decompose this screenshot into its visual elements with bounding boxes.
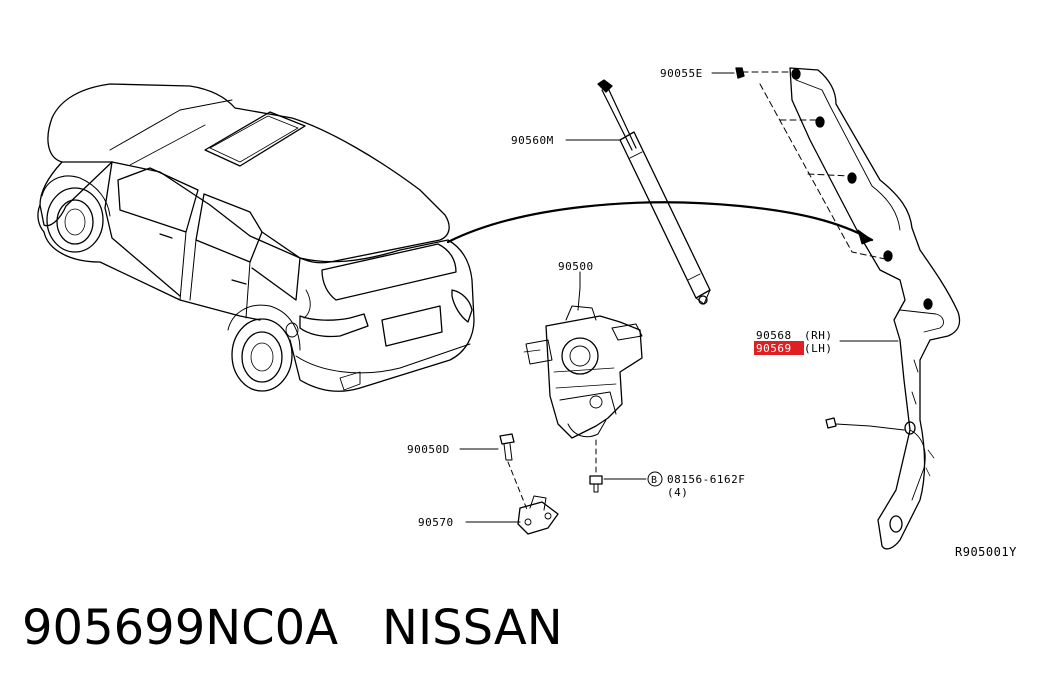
highlight-90569 — [754, 341, 804, 355]
callout-90569-number: 90569 — [756, 342, 792, 355]
part-number-caption: 905699NC0A NISSAN — [22, 596, 563, 666]
gas-stay-strut — [597, 79, 711, 305]
part-number-text: 905699NC0A — [22, 600, 339, 656]
back-door-lock-assembly — [523, 287, 643, 493]
callout-90560m: 90560M — [511, 134, 554, 147]
clip-90055e-icon — [735, 67, 745, 79]
callout-90568-number: 90568 — [756, 329, 792, 342]
brand-text: NISSAN — [382, 600, 563, 656]
callout-90570: 90570 — [418, 516, 454, 529]
callout-90569-side: (LH) — [804, 342, 833, 355]
callout-08156: 08156-6162F — [667, 473, 745, 486]
callout-90568-side: (RH) — [804, 329, 833, 342]
vehicle-illustration — [37, 83, 874, 392]
callout-90500: 90500 — [558, 260, 594, 273]
b-marker-circle — [647, 471, 663, 487]
callout-90055e: 90055E — [660, 67, 703, 80]
b-marker-letter: B — [651, 475, 658, 486]
callout-90050d: 90050D — [407, 443, 450, 456]
striker-and-screw — [499, 433, 559, 535]
callout-08156-qty: (4) — [667, 486, 688, 499]
leader-lines — [459, 72, 899, 523]
diagram-code: R905001Y — [955, 545, 1017, 559]
exploded-view-drawing: 90055E 90560M 90500 90568 (RH) 90569 (LH… — [37, 67, 1017, 559]
back-door-panel — [741, 67, 961, 550]
